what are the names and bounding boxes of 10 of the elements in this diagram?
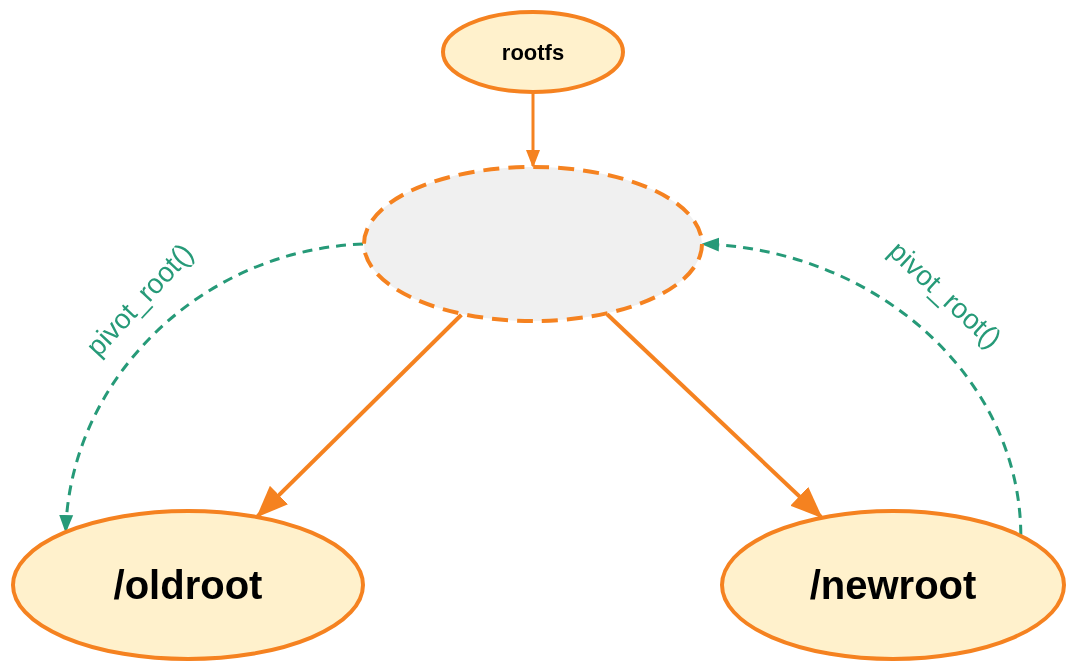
node-label: /newroot [809,562,977,609]
node-label: rootfs [501,38,565,67]
ellipse-node [440,9,626,95]
ellipse-node [719,508,1067,662]
ellipse-node [10,508,366,662]
arrow [526,93,540,168]
arrow [605,312,823,519]
node-label: /oldroot [113,562,263,609]
ellipse-node [361,164,705,324]
arrow [256,313,463,518]
